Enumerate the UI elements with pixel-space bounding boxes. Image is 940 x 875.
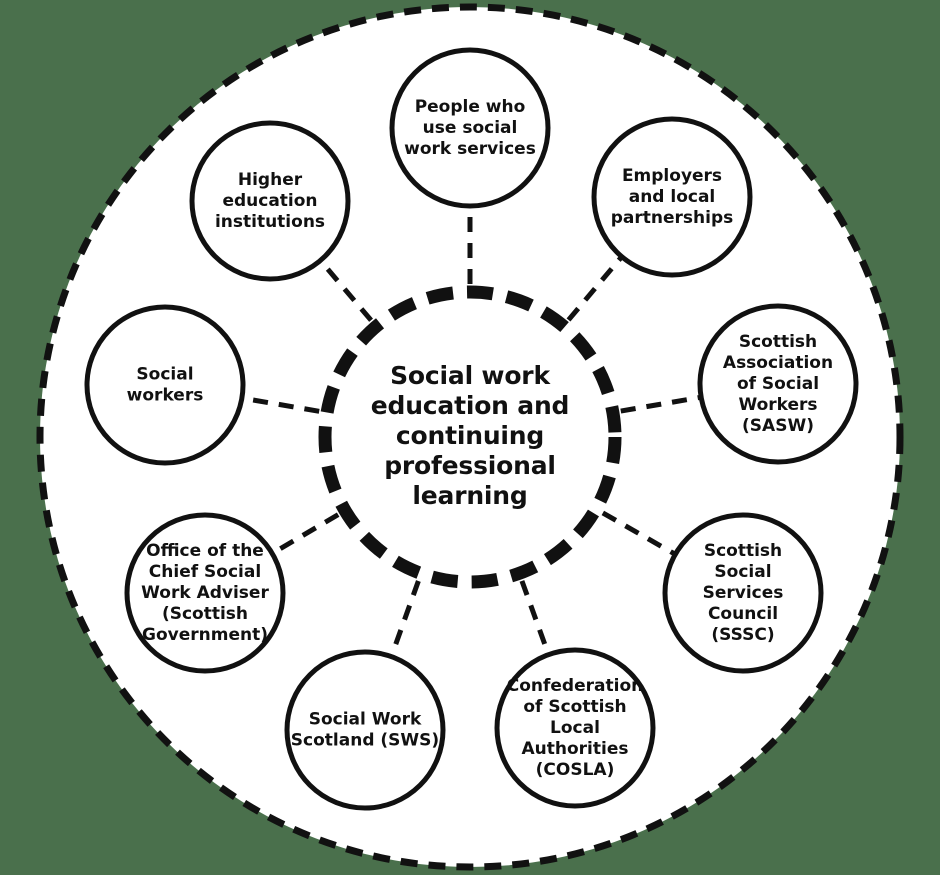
circle-office-of-the-chief-social-work-adviser — [124, 512, 286, 674]
circle-scottish-association-of-social-workers — [697, 303, 859, 465]
circle-confederation-of-scottish-local-authorities — [494, 647, 656, 809]
connector-social-workers — [243, 395, 320, 414]
connector-confederation-of-scottish-local-authorities — [519, 580, 551, 654]
circle-social-workers — [84, 304, 246, 466]
circle-higher-education-institutions — [189, 120, 351, 282]
circle-social-work-scotland — [284, 649, 446, 811]
connector-employers-and-local-partnerships — [566, 256, 623, 322]
hub-circle — [318, 285, 622, 589]
circle-employers-and-local-partnerships — [591, 116, 753, 278]
connector-social-work-scotland — [389, 580, 421, 656]
connector-higher-education-institutions — [319, 260, 373, 322]
circle-scottish-social-services-council — [662, 512, 824, 674]
connector-scottish-association-of-social-workers — [620, 395, 700, 414]
connector-office-of-the-chief-social-work-adviser — [272, 512, 340, 555]
circle-people-who-use-social-work-services — [389, 47, 551, 209]
connector-lines-group — [243, 208, 700, 656]
connector-scottish-social-services-council — [601, 510, 675, 556]
